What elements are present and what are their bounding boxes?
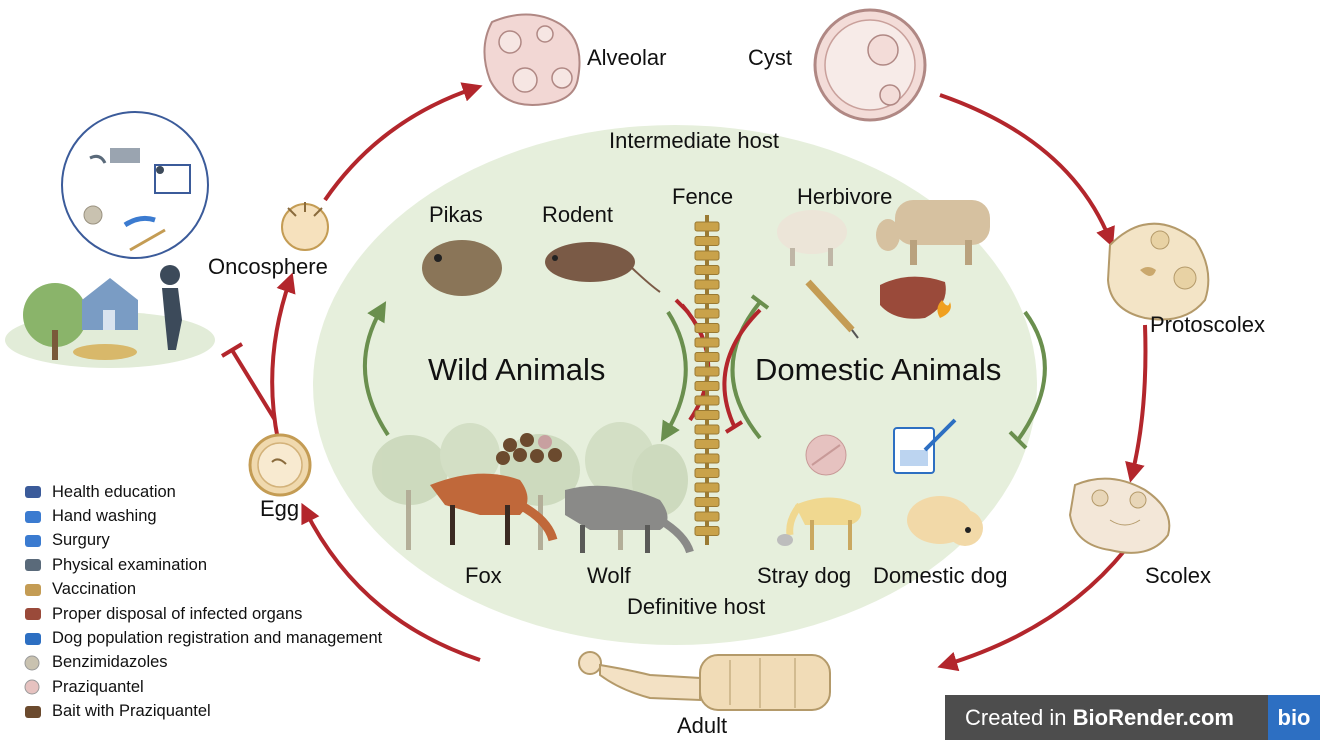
legend-label: Proper disposal of infected organs	[52, 605, 302, 624]
fence-slat	[695, 222, 719, 231]
surgery-icon	[22, 532, 46, 550]
legend-item: Hand washing	[22, 504, 382, 528]
pikas-label: Pikas	[429, 202, 483, 228]
rodent-label: Rodent	[542, 202, 613, 228]
fence-slat	[695, 280, 719, 289]
oncosphere-icon	[282, 202, 328, 250]
prevention-scene	[5, 265, 215, 368]
liver-icon	[880, 277, 951, 319]
legend-item: Praziquantel	[22, 675, 382, 699]
domestic-animals-label: Domestic Animals	[755, 352, 1001, 388]
badge-brand: BioRender.com	[1073, 705, 1234, 730]
adult-worm-icon	[579, 652, 830, 710]
fence-slat	[695, 483, 719, 492]
registration-icon	[22, 630, 46, 648]
legend-item: Bait with Praziquantel	[22, 700, 382, 724]
badge-text: Created in BioRender.com	[945, 705, 1268, 731]
legend-label: Vaccination	[52, 580, 136, 599]
stage-oncosphere-label: Oncosphere	[208, 254, 328, 280]
fence-slat	[695, 425, 719, 434]
legend-item: Benzimidazoles	[22, 651, 382, 675]
arrow-protoscolex-to-scolex	[1132, 325, 1145, 475]
wild-animals-label: Wild Animals	[428, 352, 605, 388]
fence-slat	[695, 266, 719, 275]
legend-label: Physical examination	[52, 556, 207, 575]
legend-item: Vaccination	[22, 578, 382, 602]
biorender-badge[interactable]: Created in BioRender.com bio	[945, 695, 1320, 740]
hand-washing-icon	[22, 508, 46, 526]
praziquantel-pill-icon	[22, 678, 46, 696]
scolex-icon	[1070, 479, 1169, 553]
definitive-host-label: Definitive host	[627, 594, 765, 620]
physical-examination-icon	[22, 556, 46, 574]
health-education-icon	[22, 483, 46, 501]
fence-slat	[695, 469, 719, 478]
wolf-label: Wolf	[587, 563, 631, 589]
fence-slat	[695, 382, 719, 391]
domestic-dog-label: Domestic dog	[873, 563, 1008, 589]
vaccination-icon	[22, 581, 46, 599]
fence-slat	[695, 440, 719, 449]
fence-slat	[695, 324, 719, 333]
legend-label: Benzimidazoles	[52, 653, 168, 672]
fence-slat	[695, 512, 719, 521]
fox-label: Fox	[465, 563, 502, 589]
legend-item: Proper disposal of infected organs	[22, 602, 382, 626]
fence-slat	[695, 396, 719, 405]
fence-slat	[695, 338, 719, 347]
fence-slat	[695, 498, 719, 507]
infected-organ-icon	[22, 605, 46, 623]
herbivore-label: Herbivore	[797, 184, 892, 210]
stage-adult-label: Adult	[677, 713, 727, 739]
legend-item: Health education	[22, 480, 382, 504]
legend-label: Dog population registration and manageme…	[52, 629, 382, 648]
fence-slat	[695, 309, 719, 318]
legend-label: Bait with Praziquantel	[52, 702, 211, 721]
fence-label: Fence	[672, 184, 733, 210]
legend-item: Physical examination	[22, 553, 382, 577]
fence-slat	[695, 527, 719, 536]
fence-slat	[695, 367, 719, 376]
bait-icon	[22, 703, 46, 721]
pill-icon	[806, 435, 846, 475]
legend-item: Surgury	[22, 529, 382, 553]
legend-label: Praziquantel	[52, 678, 144, 697]
legend-label: Health education	[52, 483, 176, 502]
pikas-icon	[422, 240, 502, 296]
fence-slat	[695, 411, 719, 420]
health-education-panel	[62, 112, 208, 258]
stage-alveolar-label: Alveolar	[587, 45, 666, 71]
protoscolex-icon	[1108, 224, 1208, 320]
legend-label: Surgury	[52, 531, 110, 550]
fence-slat	[695, 295, 719, 304]
badge-created-in: Created in	[965, 705, 1073, 730]
stray-dog-label: Stray dog	[757, 563, 851, 589]
legend-item: Dog population registration and manageme…	[22, 626, 382, 650]
inhibit-egg-arrow	[232, 350, 275, 420]
alveolar-icon	[484, 14, 579, 105]
cyst-icon	[815, 10, 925, 120]
intermediate-host-label: Intermediate host	[609, 128, 779, 154]
biorender-logo: bio	[1268, 695, 1320, 740]
stage-protoscolex-label: Protoscolex	[1150, 312, 1265, 338]
benzimidazole-pill-icon	[22, 654, 46, 672]
stage-cyst-label: Cyst	[748, 45, 792, 71]
legend-label: Hand washing	[52, 507, 157, 526]
fence-slat	[695, 353, 719, 362]
fence-slat	[695, 251, 719, 260]
fence-slat	[695, 237, 719, 246]
fence-slat	[695, 454, 719, 463]
stage-scolex-label: Scolex	[1145, 563, 1211, 589]
